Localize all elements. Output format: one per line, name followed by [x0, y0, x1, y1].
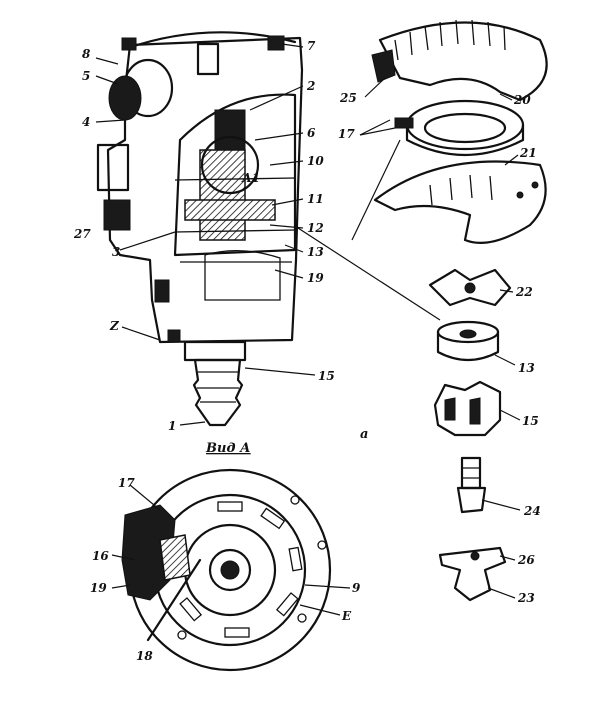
label-17b: 17 [118, 476, 135, 490]
label-13a: 13 [307, 245, 324, 259]
label-19a: 19 [307, 271, 324, 285]
label-23: 23 [517, 591, 535, 605]
label-3: 3 [112, 245, 120, 259]
label-15a: 15 [318, 369, 335, 383]
main-housing-drawing [96, 31, 304, 427]
label-16: 16 [92, 549, 109, 563]
label-26: 26 [517, 553, 535, 567]
label-6: 6 [307, 126, 316, 140]
label-10: 10 [307, 154, 324, 168]
top-right-parts-drawing [371, 19, 548, 244]
label-18: 18 [136, 649, 153, 663]
label-24: 24 [523, 504, 541, 518]
subfigure-label: а [360, 427, 368, 442]
label-13b: 13 [518, 361, 535, 375]
label-4: 4 [82, 115, 90, 129]
label-Z: Z [109, 319, 120, 333]
exploded-small-parts-drawing [428, 268, 512, 602]
label-11: 11 [307, 192, 324, 206]
view-a-disc-drawing [121, 468, 332, 672]
label-2: 2 [306, 79, 315, 93]
leader-lines [95, 43, 521, 616]
label-21: 21 [519, 146, 537, 160]
label-8: 8 [82, 47, 91, 61]
label-A1: А1 [241, 171, 260, 185]
label-19b: 19 [90, 581, 107, 595]
label-5: 5 [82, 69, 90, 83]
label-7: 7 [307, 39, 316, 53]
label-20: 20 [513, 93, 531, 107]
label-15b: 15 [522, 414, 539, 428]
label-1: 1 [168, 419, 176, 433]
label-27: 27 [73, 227, 91, 241]
label-12: 12 [307, 221, 324, 235]
label-17a: 17 [338, 127, 355, 141]
label-22: 22 [515, 285, 533, 299]
label-9: 9 [352, 581, 361, 595]
view-a-caption: Вид А [205, 441, 251, 456]
label-E: Е [341, 609, 352, 623]
label-25: 25 [339, 91, 357, 105]
